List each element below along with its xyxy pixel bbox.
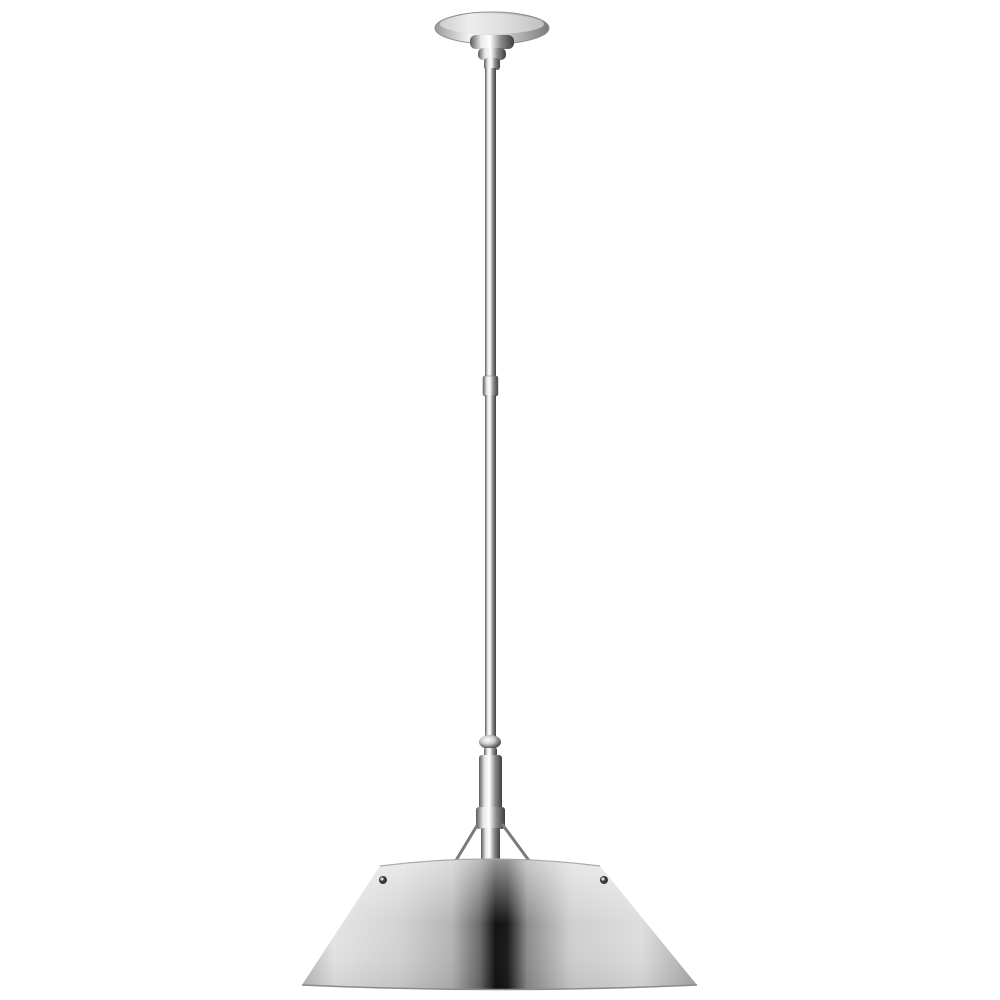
shade-support-arms [453, 823, 532, 863]
ceiling-canopy [434, 11, 550, 70]
stem-finial-body [476, 735, 505, 862]
upper-stem [485, 68, 496, 380]
shade-screws [379, 876, 608, 884]
stem-coupler [482, 375, 499, 397]
lamp-shade [301, 858, 698, 991]
lower-stem [485, 395, 496, 740]
